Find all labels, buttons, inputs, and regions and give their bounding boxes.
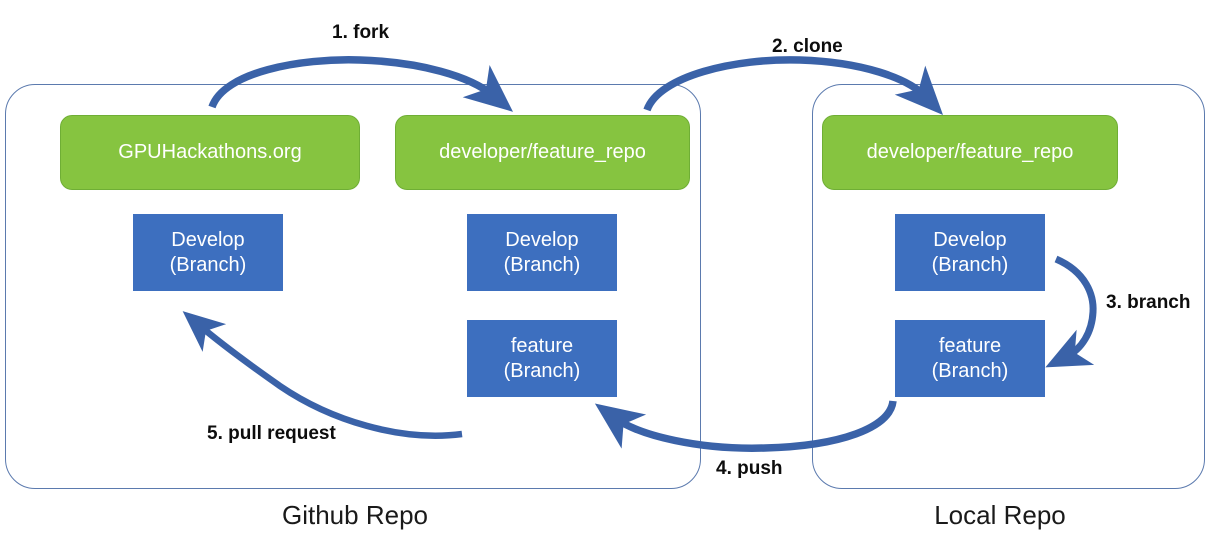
local-repo-container [812, 84, 1205, 489]
local-repo-caption: Local Repo [934, 500, 1066, 530]
node-label-line1: Develop [171, 229, 245, 252]
node-github-upstream-develop-branch[interactable]: Develop (Branch) [133, 214, 283, 291]
node-github-fork-feature-branch[interactable]: feature (Branch) [467, 320, 617, 397]
node-label-line1: feature [510, 335, 574, 358]
step-label-branch: 3. branch [1106, 292, 1191, 313]
node-github-fork-repo[interactable]: developer/feature_repo [395, 115, 690, 190]
step-label-push: 4. push [716, 458, 783, 479]
node-label-line1: Develop [505, 229, 579, 252]
node-label-line1: feature [938, 335, 1002, 358]
node-local-develop-branch[interactable]: Develop (Branch) [895, 214, 1045, 291]
node-local-repo[interactable]: developer/feature_repo [822, 115, 1118, 190]
node-label-line2: (Branch) [931, 359, 1009, 382]
node-label-line2: (Branch) [503, 253, 581, 276]
node-local-feature-branch[interactable]: feature (Branch) [895, 320, 1045, 397]
github-repo-caption: Github Repo [282, 500, 428, 530]
node-label-line1: Develop [933, 229, 1007, 252]
node-label-line2: (Branch) [169, 253, 247, 276]
node-gpuhackathons-repo[interactable]: GPUHackathons.org [60, 115, 360, 190]
node-label-line2: (Branch) [931, 253, 1009, 276]
step-label-clone: 2. clone [772, 36, 843, 57]
node-label-line2: (Branch) [503, 359, 581, 382]
step-label-fork: 1. fork [332, 22, 390, 43]
step-label-pull-request: 5. pull request [207, 423, 336, 444]
node-github-fork-develop-branch[interactable]: Develop (Branch) [467, 214, 617, 291]
